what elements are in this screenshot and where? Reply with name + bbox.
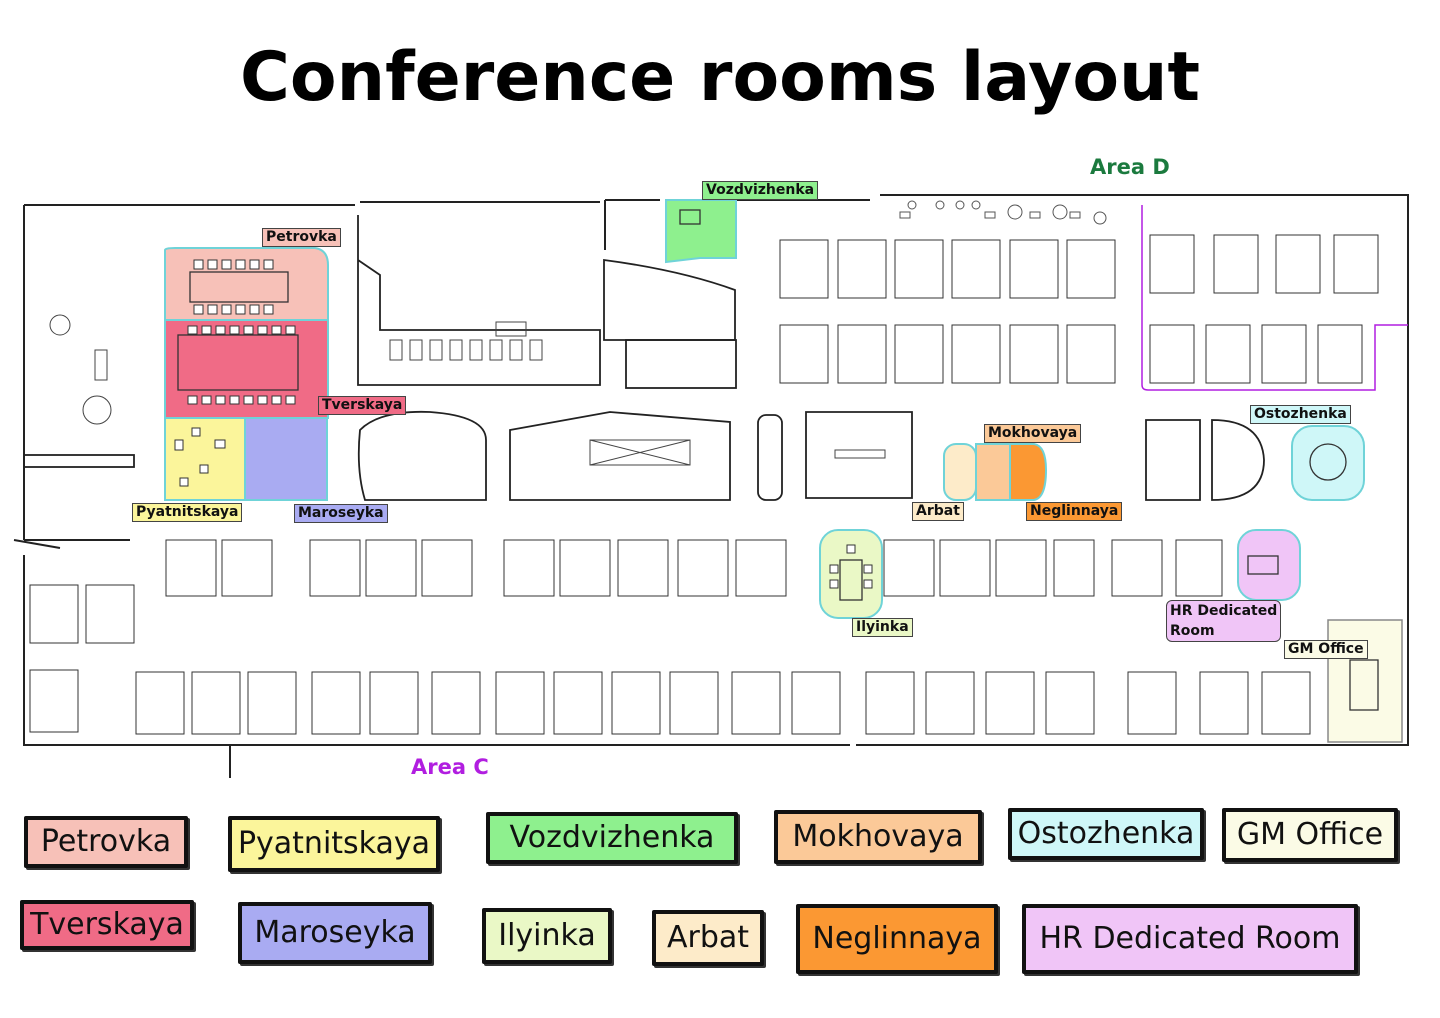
conference-tables [177, 209, 1379, 711]
desk-clusters-area-d [779, 234, 1379, 384]
room-area-hr [1237, 529, 1301, 601]
room-area-maroseyka [244, 417, 328, 501]
outer-walls [13, 194, 1409, 778]
room-area-ostozhenka [1291, 425, 1365, 501]
chairs [174, 259, 873, 589]
area-c-label: Area C [411, 755, 489, 779]
room-area-mokhovaya [975, 443, 1011, 501]
legend-ostozhenka: Ostozhenka [1008, 808, 1204, 860]
room-area-neglinnaya [1009, 443, 1048, 501]
room-area-gm [1327, 619, 1403, 743]
legend-tverskaya: Tverskaya [20, 900, 194, 950]
legend-petrovka: Petrovka [24, 816, 188, 868]
map-tag-tverskaya: Tverskaya [318, 396, 407, 415]
room-area-ilyinka [819, 529, 883, 619]
map-tag-hr-room-line2: Room [1170, 623, 1215, 639]
legend-vozdvizhenka: Vozdvizhenka [486, 812, 738, 864]
area-d-label: Area D [1090, 155, 1170, 179]
map-tag-pyatnitskaya: Pyatnitskaya [132, 503, 243, 522]
legend-neglinnaya: Neglinnaya [796, 904, 998, 974]
map-tag-mokhovaya: Mokhovaya [984, 424, 1082, 443]
map-tag-petrovka: Petrovka [262, 228, 341, 247]
map-tag-ilyinka: Ilyinka [852, 618, 913, 637]
map-tag-vozdvizhenka: Vozdvizhenka [702, 181, 819, 200]
floor-plan [13, 194, 1409, 778]
page-title: Conference rooms layout [240, 38, 1200, 117]
map-tag-maroseyka: Maroseyka [294, 504, 388, 523]
room-area-pyatnitskaya [164, 417, 246, 501]
map-tag-neglinnaya: Neglinnaya [1026, 502, 1123, 521]
legend-pyatnitskaya: Pyatnitskaya [228, 816, 440, 872]
service-core [23, 215, 1265, 501]
map-tag-hr-room: HR Dedicated Room [1166, 600, 1282, 642]
map-tag-arbat: Arbat [912, 502, 964, 521]
service-core-fixtures [49, 314, 886, 466]
legend-mokhovaya: Mokhovaya [774, 810, 982, 864]
map-tag-ostozhenka: Ostozhenka [1250, 405, 1351, 424]
legend-gm-office: GM Office [1222, 808, 1398, 862]
legend-hr-room: HR Dedicated Room [1022, 904, 1358, 974]
room-area-arbat [943, 443, 977, 501]
window-markers [899, 200, 1107, 225]
desk-clusters-area-c [29, 539, 1311, 735]
map-tag-gm-office: GM Office [1284, 640, 1368, 659]
legend-maroseyka: Maroseyka [238, 902, 432, 964]
room-area-vozdvizhenka [665, 199, 737, 264]
legend-ilyinka: Ilyinka [482, 908, 612, 964]
map-tag-hr-room-line1: HR Dedicated [1170, 603, 1278, 619]
legend-arbat: Arbat [652, 910, 764, 966]
